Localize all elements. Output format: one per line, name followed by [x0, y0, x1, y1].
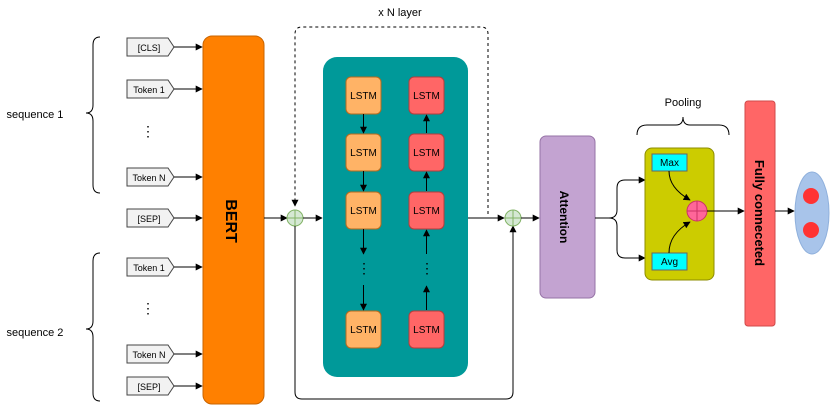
pooling-block	[644, 147, 715, 281]
output-node-2	[803, 222, 819, 238]
lstm-backward-2	[408, 133, 445, 172]
svg-text:Token 1: Token 1	[133, 263, 165, 273]
token-n-seq1: Token N	[126, 167, 175, 187]
max-pool-box: Max	[651, 153, 688, 172]
token-ellipsis-seq2: ⋮	[141, 300, 155, 316]
bert-block: BERT	[202, 35, 265, 405]
max-to-concat-arrow	[668, 170, 691, 201]
lstm-forward-ellipsis: ⋮	[357, 260, 371, 276]
sequence-2-label: sequence 2	[7, 327, 64, 339]
svg-text:LSTM: LSTM	[350, 148, 377, 159]
token-arrows	[174, 43, 203, 390]
svg-text:Token N: Token N	[132, 350, 165, 360]
token-1-seq1: Token 1	[126, 79, 175, 99]
output-layer	[794, 171, 830, 255]
layer-loop-dashed	[291, 26, 489, 214]
svg-text:Token N: Token N	[132, 173, 165, 183]
svg-text:[SEP]: [SEP]	[137, 214, 160, 224]
token-1-seq2: Token 1	[126, 257, 175, 277]
concat-node	[686, 200, 708, 222]
token-ellipsis-seq1: ⋮	[141, 123, 155, 139]
lstm-backward-n	[408, 310, 445, 349]
forward-lstm-column: LSTM LSTM LSTM ⋮ LSTM	[345, 76, 382, 349]
svg-text:Attention: Attention	[557, 191, 571, 244]
sum-node-1	[286, 209, 304, 227]
avg-pool-box: Avg	[651, 252, 688, 271]
svg-text:Max: Max	[660, 158, 679, 169]
residual-connection	[294, 225, 517, 400]
lstm-backward-1	[408, 76, 445, 115]
backward-lstm-column: LSTM LSTM LSTM ⋮ LSTM	[408, 76, 445, 349]
bilstm-block	[323, 57, 468, 377]
svg-text:LSTM: LSTM	[413, 91, 440, 102]
svg-text:BERT: BERT	[222, 199, 239, 243]
avg-to-concat-arrow	[668, 221, 691, 254]
attention-to-avg-arrow	[608, 217, 646, 262]
svg-text:Token 1: Token 1	[133, 85, 165, 95]
svg-text:[CLS]: [CLS]	[138, 43, 161, 53]
attention-block: Attention	[539, 135, 596, 299]
attention-to-max-arrow	[595, 176, 646, 219]
svg-text:LSTM: LSTM	[413, 325, 440, 336]
svg-text:LSTM: LSTM	[350, 206, 377, 217]
token-n-seq2: Token N	[126, 344, 175, 364]
svg-text:Avg: Avg	[661, 257, 678, 268]
svg-text:LSTM: LSTM	[350, 325, 377, 336]
fully-connected-block: Fully conneceted	[744, 100, 776, 327]
svg-text:LSTM: LSTM	[413, 148, 440, 159]
pooling-brace	[636, 116, 730, 136]
sequence-1-label: sequence 1	[7, 109, 64, 121]
token-cls: [CLS]	[126, 37, 175, 57]
output-node-1	[803, 188, 819, 204]
svg-text:LSTM: LSTM	[350, 91, 377, 102]
lstm-forward-n	[345, 310, 382, 349]
lstm-backward-3	[408, 191, 445, 230]
token-sep-seq2: [SEP]	[126, 376, 175, 396]
pooling-label: Pooling	[665, 97, 702, 109]
svg-text:[SEP]: [SEP]	[137, 382, 160, 392]
token-sep-seq1: [SEP]	[126, 208, 175, 228]
sum-node-2	[504, 209, 522, 227]
sequence-1-brace	[85, 36, 101, 194]
svg-text:LSTM: LSTM	[413, 206, 440, 217]
svg-text:Fully conneceted: Fully conneceted	[752, 160, 767, 266]
sequence-2-brace	[85, 252, 101, 402]
lstm-backward-ellipsis: ⋮	[420, 260, 434, 276]
x-n-layer-label: x N layer	[378, 7, 422, 19]
